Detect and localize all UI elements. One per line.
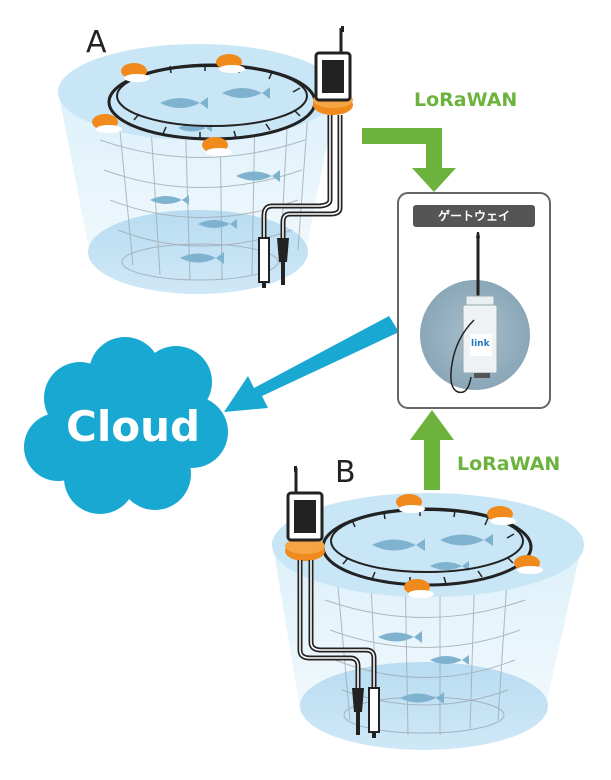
gateway-title: ゲートウェイ [413,205,535,227]
pen-a-sensor-node [313,26,353,115]
pen-b-water-floor [300,662,548,750]
pen-a-floats [92,54,245,156]
pen-b [272,466,584,750]
pen-b-fish [372,534,493,704]
pen-a-water-floor [88,210,308,294]
cloud-arrow [224,316,399,412]
cloud-label: Cloud [66,402,201,451]
pen-b-label: B [335,455,356,490]
pen-a [58,26,353,294]
pen-a-fish [150,87,280,264]
pen-b-ring-inner [330,509,524,573]
lorawan-arrow-b [410,410,454,490]
lorawan-label-a: LoRaWAN [414,89,518,111]
pen-a-probes [258,115,343,288]
pen-b-sensor-node [285,466,325,561]
lorawan-arrow-a [362,128,456,192]
gateway-panel [397,192,551,409]
pen-a-net [99,109,309,281]
pen-a-ring-inner [116,65,308,127]
device-logo: link [471,339,490,349]
pen-a-label: A [86,25,107,60]
cloud-shape [24,337,228,514]
pen-b-floats [396,494,543,598]
lorawan-label-b: LoRaWAN [457,453,561,475]
pen-b-probes [297,560,380,738]
